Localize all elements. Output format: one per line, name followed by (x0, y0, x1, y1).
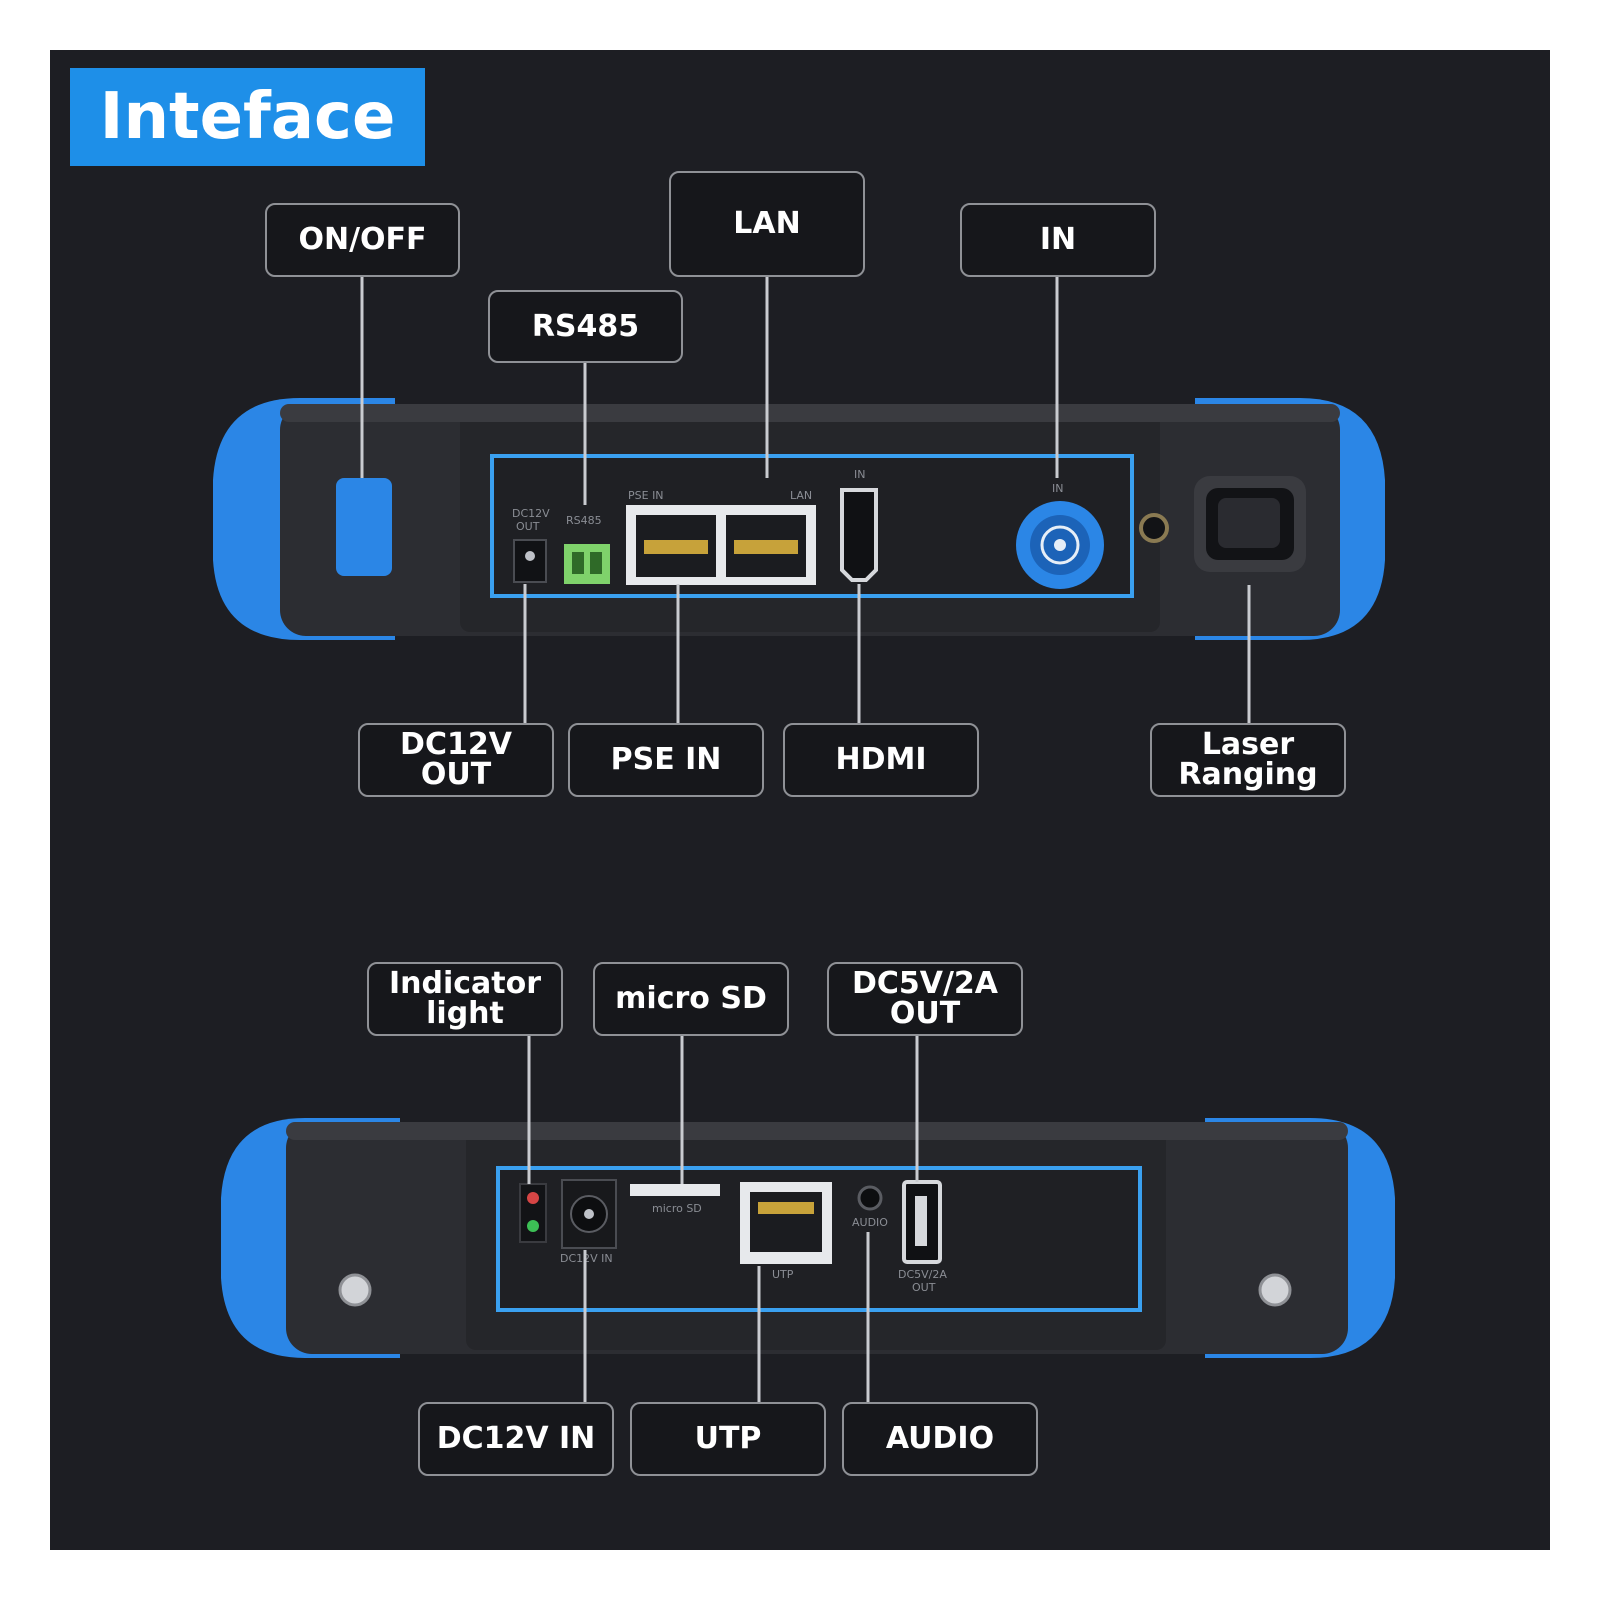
right-screw (1258, 1273, 1292, 1307)
callout-dc12v-in: DC12V IN (418, 1402, 614, 1476)
pse-in-device-label: PSE IN (628, 489, 664, 502)
title-banner: Inteface (70, 68, 425, 166)
callout-hdmi-label: HDMI (835, 742, 927, 777)
callout-dc5v-2a-out: DC5V/2A OUT (827, 962, 1023, 1036)
callout-rs485-label: RS485 (531, 308, 640, 344)
callout-on-off-label: ON/OFF (298, 222, 427, 257)
dc5v-2a-out-device-label: DC5V/2A OUT (898, 1268, 950, 1294)
callout-laser-ranging-line1: Laser (1201, 727, 1295, 762)
rs485-terminal (564, 544, 610, 584)
callout-indicator-light: Indicator light (367, 962, 563, 1036)
callout-dc12v-out: DC12V OUT (358, 723, 554, 797)
callout-in-label: IN (1039, 222, 1077, 257)
callout-audio: AUDIO (842, 1402, 1038, 1476)
bnc-device-label: IN (1052, 482, 1063, 495)
callout-pse-in: PSE IN (568, 723, 764, 797)
callout-dc12v-out-label: DC12V OUT (400, 727, 512, 792)
audio-jack (857, 1185, 883, 1211)
dc12v-out-device-label: DC12V OUT (512, 507, 553, 533)
callout-dc5v-2a-out-line2: OUT (889, 996, 961, 1031)
callout-indicator-light-line2: light (426, 996, 504, 1031)
top-device: DC12V OUT RS485 PSE IN LAN IN IN (213, 398, 1385, 640)
callout-in: IN (960, 203, 1156, 277)
left-screw (338, 1273, 372, 1307)
power-button (336, 478, 392, 576)
mount-hole (1139, 513, 1169, 543)
callout-lan: LAN (669, 171, 865, 277)
callout-on-off: ON/OFF (265, 203, 460, 277)
bottom-device: DC12V IN micro SD UTP AUDIO DC5V/2A OUT (221, 1118, 1395, 1358)
callout-utp-label: UTP (694, 1421, 762, 1456)
callout-audio-label: AUDIO (885, 1421, 995, 1456)
callout-hdmi: HDMI (783, 723, 979, 797)
indicator-led-housing (519, 1183, 547, 1243)
hdmi-port (840, 488, 878, 582)
page-title: Inteface (99, 80, 396, 154)
callout-micro-sd: micro SD (593, 962, 789, 1036)
green-led (527, 1220, 539, 1232)
hdmi-device-label: IN (854, 468, 865, 481)
callout-dc12v-in-label: DC12V IN (436, 1421, 596, 1456)
utp-port (750, 1192, 822, 1252)
callout-lan-label: LAN (733, 206, 801, 241)
micro-sd-slot (630, 1184, 720, 1196)
leader-lines (360, 277, 1251, 1404)
callout-laser-ranging: Laser Ranging (1150, 723, 1346, 797)
callout-indicator-light-line1: Indicator (388, 966, 542, 1001)
callout-micro-sd-label: micro SD (615, 981, 767, 1016)
callout-rs485: RS485 (488, 290, 683, 363)
lan-device-label: LAN (790, 489, 812, 502)
rs485-device-label: RS485 (566, 514, 602, 527)
micro-sd-device-label: micro SD (652, 1202, 702, 1215)
callout-dc5v-2a-out-line1: DC5V/2A (851, 966, 999, 1001)
callout-pse-in-label: PSE IN (610, 742, 722, 777)
audio-device-label: AUDIO (852, 1216, 888, 1229)
callout-laser-ranging-line2: Ranging (1178, 757, 1318, 792)
utp-device-label: UTP (772, 1268, 794, 1281)
red-led (527, 1192, 539, 1204)
callout-utp: UTP (630, 1402, 826, 1476)
